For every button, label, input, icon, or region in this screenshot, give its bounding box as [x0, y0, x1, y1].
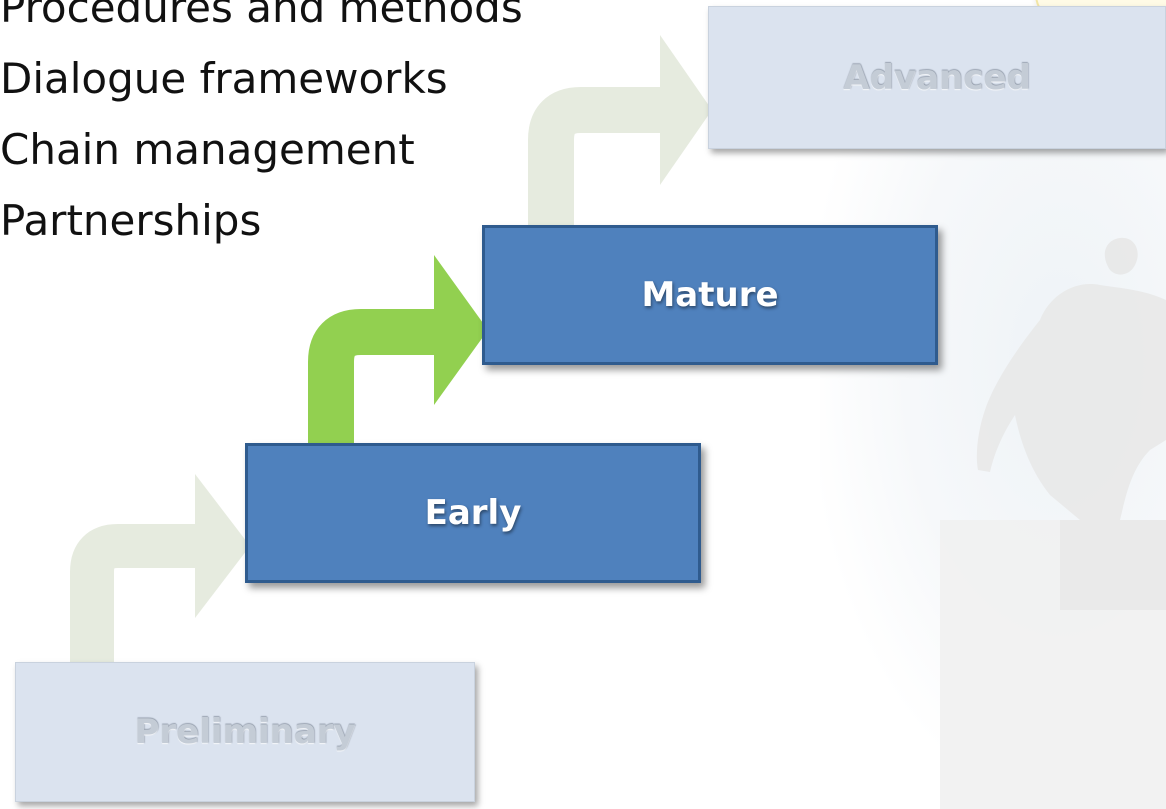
arrow-early-to-mature — [308, 255, 488, 447]
bullet-list: Procedures and methods Dialogue framewor… — [0, 0, 523, 256]
arrow-preliminary-to-early — [70, 474, 250, 665]
bullet-item: Partnerships — [0, 196, 262, 245]
bullet-item: Procedures and methods — [0, 0, 523, 32]
stage-box-mature: Mature — [482, 225, 938, 365]
stage-box-preliminary: Preliminary — [15, 662, 475, 802]
stage-box-early: Early — [245, 443, 701, 583]
stage-label: Mature — [641, 275, 779, 315]
stage-label: Preliminary — [134, 712, 356, 752]
stage-label: Early — [424, 493, 522, 533]
bullet-item: Dialogue frameworks — [0, 54, 448, 103]
stage-box-advanced: Advanced — [708, 6, 1166, 149]
arrow-mature-to-advanced — [528, 35, 712, 228]
bullet-item: Chain management — [0, 125, 415, 174]
stage-label: Advanced — [843, 57, 1031, 98]
